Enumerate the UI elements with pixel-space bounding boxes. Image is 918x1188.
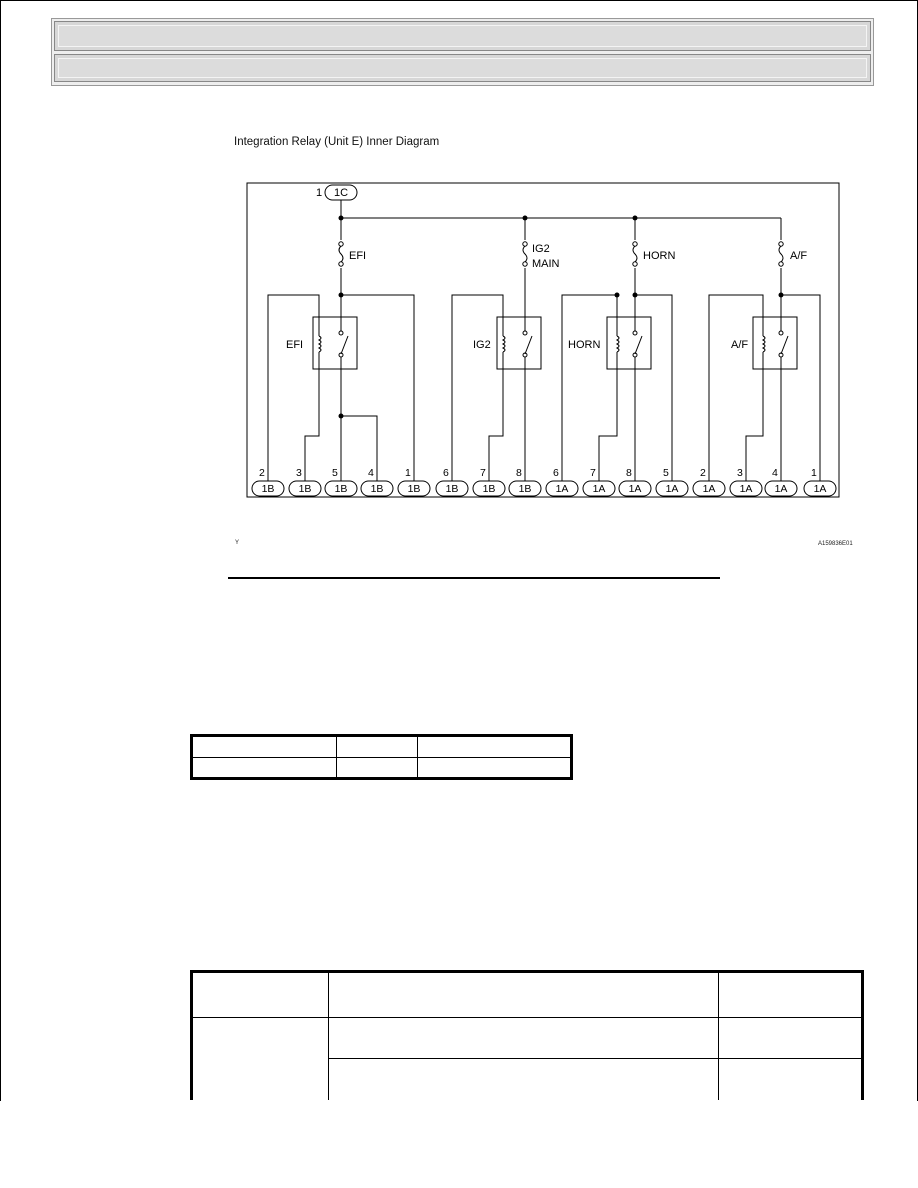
terminal-connector-shape-2 <box>324 480 358 497</box>
terminal-pin-8: 6 <box>553 467 559 479</box>
terminal-connector-9: 1A <box>593 483 606 495</box>
terminal-connector-5: 1B <box>446 483 459 495</box>
terminal-pin-9: 7 <box>590 467 596 479</box>
fuse-label-efi: EFI <box>349 250 366 262</box>
terminal-connector-1: 1B <box>299 483 312 495</box>
relay-label-ig2: IG2 <box>473 339 491 351</box>
terminal-pin-3: 4 <box>368 467 374 479</box>
fuse-label-horn: HORN <box>643 250 675 262</box>
terminal-connector-7: 1B <box>519 483 532 495</box>
section-divider <box>228 577 720 579</box>
relay-label-horn: HORN <box>568 339 600 351</box>
terminal-connector-shape-9 <box>582 480 616 497</box>
figure-id: A159836E01 <box>818 541 853 547</box>
terminal-pin-13: 3 <box>737 467 743 479</box>
terminal-connector-shape-11 <box>655 480 689 497</box>
terminal-connector-shape-7 <box>508 480 542 497</box>
terminal-connector-shape-12 <box>692 480 726 497</box>
terminal-pin-14: 4 <box>772 467 778 479</box>
terminal-connector-shape-10 <box>618 480 652 497</box>
header-bar-bottom <box>54 54 871 82</box>
terminal-connector-14: 1A <box>775 483 788 495</box>
inspection-table <box>190 970 864 1100</box>
fuse-label-main: MAIN <box>532 258 560 270</box>
diagram-caption: Integration Relay (Unit E) Inner Diagram <box>234 136 440 148</box>
terminal-connector-10: 1A <box>629 483 642 495</box>
terminal-connector-13: 1A <box>740 483 753 495</box>
terminal-connector-4: 1B <box>408 483 421 495</box>
corner-mark: Y <box>235 540 240 546</box>
terminal-pin-12: 2 <box>700 467 706 479</box>
terminal-pin-4: 1 <box>405 467 411 479</box>
fuse-label-ig2: IG2 <box>532 243 550 255</box>
relay-inner-diagram: 1 1C EFI IG2 MAIN HORN A/F EFI IG2 HORN … <box>246 182 840 498</box>
relay-label-af: A/F <box>731 339 748 351</box>
terminal-connector-shape-6 <box>472 480 506 497</box>
table-row <box>190 757 573 780</box>
terminal-connector-11: 1A <box>666 483 679 495</box>
table-row <box>190 734 573 758</box>
terminal-connector-15: 1A <box>814 483 827 495</box>
top-terminal-connector: 1C <box>334 187 348 199</box>
fuse-label-af: A/F <box>790 250 807 262</box>
terminal-connector-shape-4 <box>397 480 431 497</box>
terminal-pin-10: 8 <box>626 467 632 479</box>
terminal-pin-11: 5 <box>663 467 669 479</box>
terminal-connector-shape-14 <box>764 480 798 497</box>
terminal-connector-6: 1B <box>483 483 496 495</box>
terminal-pin-7: 8 <box>516 467 522 479</box>
terminal-connector-3: 1B <box>371 483 384 495</box>
header-bar-top <box>54 21 871 51</box>
terminal-connector-shape-15 <box>803 480 837 497</box>
terminal-connector-12: 1A <box>703 483 716 495</box>
terminal-pin-2: 5 <box>332 467 338 479</box>
terminal-pin-5: 6 <box>443 467 449 479</box>
terminal-connector-shape-8 <box>545 480 579 497</box>
terminal-connector-8: 1A <box>556 483 569 495</box>
top-terminal-pin: 1 <box>316 187 322 199</box>
terminal-connector-shape-0 <box>251 480 285 497</box>
terminal-connector-shape-13 <box>729 480 763 497</box>
terminal-pin-0: 2 <box>259 467 265 479</box>
terminal-connector-0: 1B <box>262 483 275 495</box>
terminal-pin-1: 3 <box>296 467 302 479</box>
terminal-connector-shape-3 <box>360 480 394 497</box>
terminal-connector-shape-1 <box>288 480 322 497</box>
spec-table <box>190 734 573 780</box>
terminal-connector-shape-5 <box>435 480 469 497</box>
terminal-connector-2: 1B <box>335 483 348 495</box>
terminal-pin-15: 1 <box>811 467 817 479</box>
relay-label-efi: EFI <box>286 339 303 351</box>
terminal-pin-6: 7 <box>480 467 486 479</box>
